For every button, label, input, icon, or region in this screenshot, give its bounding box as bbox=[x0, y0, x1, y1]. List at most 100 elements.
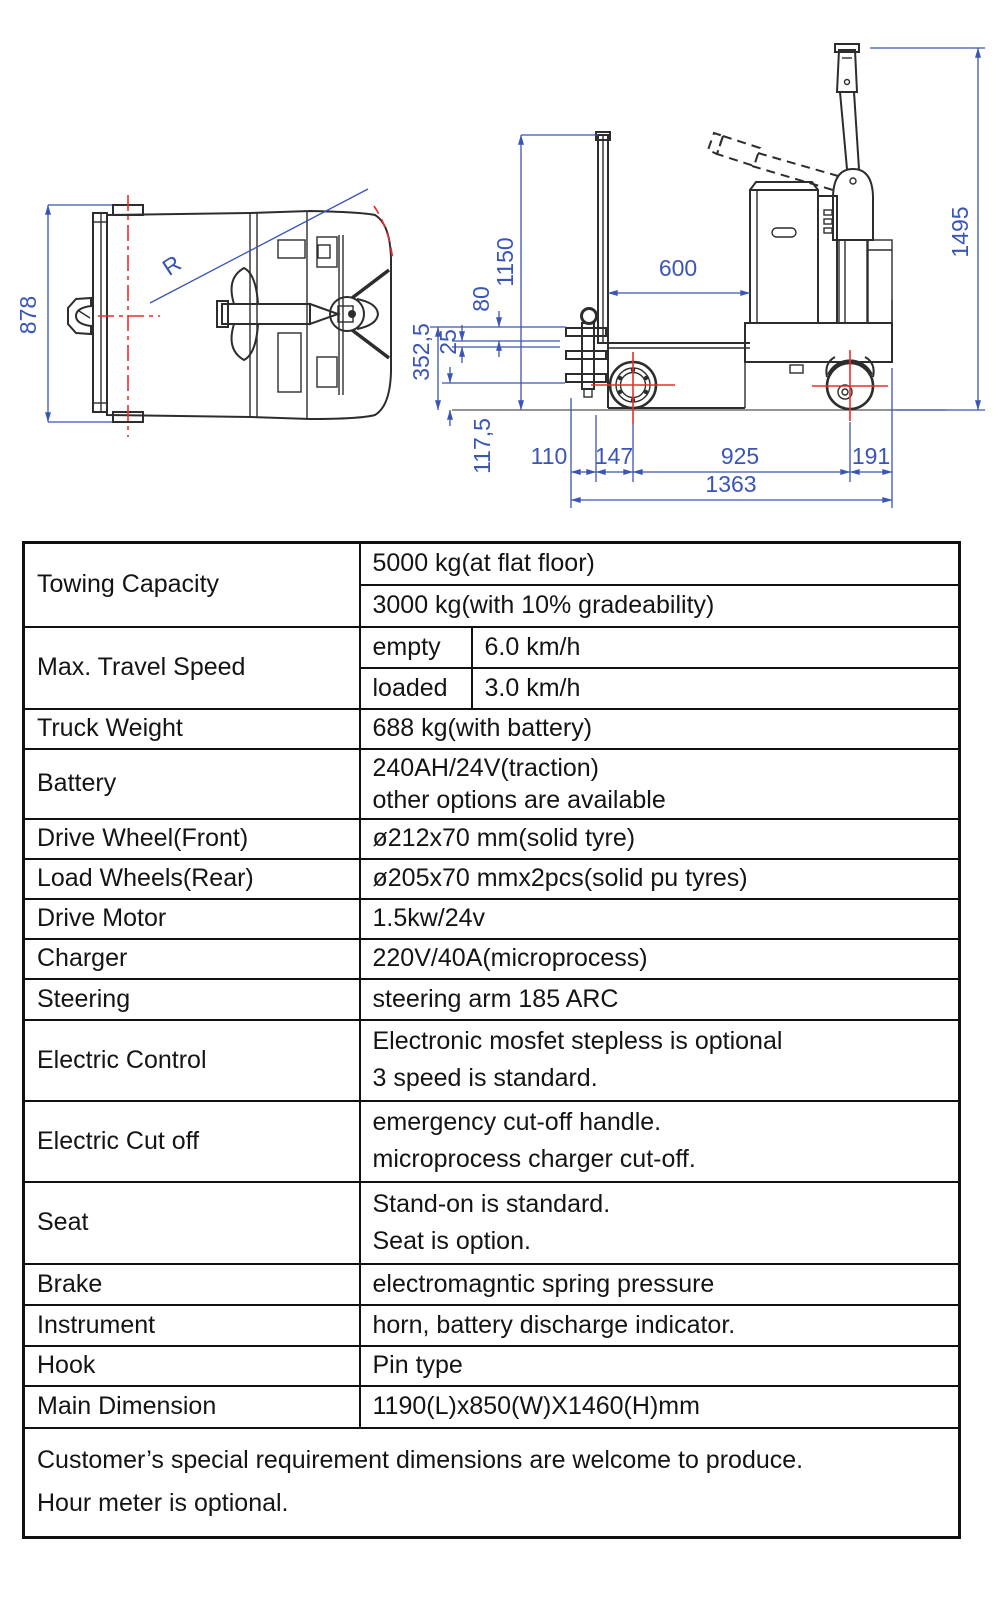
technical-drawing: R 878 bbox=[15, 43, 985, 508]
row-label-drive-wheel: Drive Wheel(Front) bbox=[22, 817, 361, 860]
table-row: Brake electromagntic spring pressure bbox=[22, 1262, 961, 1306]
steering-value: steering arm 185 ARC bbox=[358, 977, 961, 1021]
dim-878: 878 bbox=[15, 204, 112, 423]
dim-352-5: 352,5 bbox=[408, 323, 441, 411]
table-row: Truck Weight 688 kg(with battery) bbox=[22, 707, 961, 750]
side-view: 1150 80 25 352,5 bbox=[408, 43, 985, 508]
row-label-brake: Brake bbox=[22, 1262, 361, 1306]
row-label-seat: Seat bbox=[22, 1180, 361, 1265]
main-dimension-value: 1190(L)x850(W)X1460(H)mm bbox=[358, 1384, 961, 1429]
dim-1150: 1150 bbox=[492, 134, 524, 411]
dim-1495: 1495 bbox=[947, 47, 981, 411]
svg-text:352,5: 352,5 bbox=[408, 323, 434, 381]
dim-117-5: 117,5 bbox=[447, 367, 495, 474]
electric-cutoff-value: emergency cut-off handle. microprocess c… bbox=[358, 1099, 961, 1183]
dim-25: 25 bbox=[435, 325, 465, 363]
dim-80: 80 bbox=[468, 286, 502, 357]
footer-note-line2: Hour meter is optional. bbox=[37, 1489, 289, 1518]
table-row: Hook Pin type bbox=[22, 1344, 961, 1387]
row-label-travel-speed: Max. Travel Speed bbox=[22, 625, 361, 710]
table-row: Drive Wheel(Front) ø212x70 mm(solid tyre… bbox=[22, 817, 961, 860]
table-footer-row: Customer’s special requirement dimension… bbox=[22, 1426, 961, 1539]
table-row: Main Dimension 1190(L)x850(W)X1460(H)mm bbox=[22, 1384, 961, 1429]
towing-capacity-flat: 5000 kg(at flat floor) bbox=[358, 541, 961, 586]
dim-147: 147 bbox=[595, 443, 634, 475]
speed-loaded-label: loaded bbox=[358, 666, 473, 710]
mast bbox=[595, 131, 611, 344]
rear-body bbox=[867, 239, 893, 362]
brake-value: electromagntic spring pressure bbox=[358, 1262, 961, 1306]
swing-arc bbox=[373, 205, 394, 263]
table-row: Towing Capacity 5000 kg(at flat floor) bbox=[22, 541, 961, 628]
svg-text:191: 191 bbox=[852, 443, 890, 469]
table-row: Drive Motor 1.5kw/24v bbox=[22, 897, 961, 940]
row-label-drive-motor: Drive Motor bbox=[22, 897, 361, 940]
table-row: Load Wheels(Rear) ø205x70 mmx2pcs(solid … bbox=[22, 857, 961, 900]
seat-value: Stand-on is standard. Seat is option. bbox=[358, 1180, 961, 1265]
towing-capacity-grade: 3000 kg(with 10% gradeability) bbox=[358, 583, 961, 628]
row-label-instrument: Instrument bbox=[22, 1303, 361, 1347]
row-label-main-dimension: Main Dimension bbox=[22, 1384, 361, 1429]
table-row: Seat Stand-on is standard. Seat is optio… bbox=[22, 1180, 961, 1265]
speed-empty-value: 6.0 km/h bbox=[470, 625, 961, 669]
table-row: loaded 3.0 km/h bbox=[24, 666, 961, 710]
row-label-battery: Battery bbox=[22, 747, 361, 820]
instrument-value: horn, battery discharge indicator. bbox=[358, 1303, 961, 1347]
row-label-towing-capacity: Towing Capacity bbox=[22, 541, 361, 628]
footer-note: Customer’s special requirement dimension… bbox=[22, 1426, 961, 1539]
dim-1363: 1363 bbox=[570, 471, 893, 503]
table-row: Max. Travel Speed empty 6.0 km/h bbox=[22, 625, 961, 710]
svg-text:1150: 1150 bbox=[492, 237, 518, 286]
svg-text:878: 878 bbox=[15, 296, 41, 334]
footer-note-line1: Customer’s special requirement dimension… bbox=[37, 1446, 804, 1475]
hook-value: Pin type bbox=[358, 1344, 961, 1387]
charger-value: 220V/40A(microprocess) bbox=[358, 937, 961, 980]
steering-handle-head bbox=[835, 49, 859, 93]
control-panel bbox=[817, 195, 838, 324]
svg-text:117,5: 117,5 bbox=[469, 418, 495, 474]
row-label-truck-weight: Truck Weight bbox=[22, 707, 361, 750]
truck-weight-value: 688 kg(with battery) bbox=[358, 707, 961, 750]
svg-text:600: 600 bbox=[659, 255, 697, 281]
tow-hook-top-view bbox=[67, 296, 92, 336]
electric-control-value: Electronic mosfet stepless is optional 3… bbox=[358, 1018, 961, 1102]
table-row: Electric Control Electronic mosfet stepl… bbox=[22, 1018, 961, 1102]
drive-motor-value: 1.5kw/24v bbox=[358, 897, 961, 940]
row-label-electric-control: Electric Control bbox=[22, 1018, 361, 1102]
rear-wheel bbox=[812, 350, 888, 421]
drive-unit-top-view bbox=[216, 266, 391, 362]
radius-line bbox=[149, 188, 369, 304]
row-label-hook: Hook bbox=[22, 1344, 361, 1387]
table-row: Steering steering arm 185 ARC bbox=[22, 977, 961, 1021]
table-row: Charger 220V/40A(microprocess) bbox=[22, 937, 961, 980]
row-label-steering: Steering bbox=[22, 977, 361, 1021]
row-label-load-wheels: Load Wheels(Rear) bbox=[22, 857, 361, 900]
svg-text:1363: 1363 bbox=[705, 471, 756, 497]
drive-wheel-value: ø212x70 mm(solid tyre) bbox=[358, 817, 961, 860]
battery-box bbox=[749, 181, 819, 324]
dim-600: 600 bbox=[607, 255, 751, 296]
pin-hook bbox=[565, 307, 607, 398]
dim-191: 191 bbox=[849, 443, 893, 475]
speed-empty-label: empty bbox=[358, 625, 473, 669]
load-wheels-value: ø205x70 mmx2pcs(solid pu tyres) bbox=[358, 857, 961, 900]
svg-text:25: 25 bbox=[435, 329, 461, 355]
table-row: Electric Cut off emergency cut-off handl… bbox=[22, 1099, 961, 1183]
svg-text:1495: 1495 bbox=[947, 206, 973, 257]
table-row: 3000 kg(with 10% gradeability) bbox=[24, 583, 961, 628]
battery-value: 240AH/24V(traction) other options are av… bbox=[358, 747, 961, 820]
tiller-alternate-position bbox=[706, 131, 839, 191]
row-label-charger: Charger bbox=[22, 937, 361, 980]
spec-table: Towing Capacity 5000 kg(at flat floor) 3… bbox=[22, 541, 961, 1539]
row-label-electric-cutoff: Electric Cut off bbox=[22, 1099, 361, 1183]
top-view: R 878 bbox=[15, 188, 394, 437]
table-row: Battery 240AH/24V(traction) other option… bbox=[22, 747, 961, 820]
svg-text:110: 110 bbox=[531, 443, 568, 469]
side-view-dimensions: 1150 80 25 352,5 bbox=[408, 47, 985, 508]
svg-text:147: 147 bbox=[595, 443, 633, 469]
steering-assembly bbox=[832, 43, 874, 324]
svg-text:925: 925 bbox=[721, 443, 759, 469]
radius-label: R bbox=[158, 250, 186, 281]
dim-110: 110 bbox=[531, 443, 597, 475]
